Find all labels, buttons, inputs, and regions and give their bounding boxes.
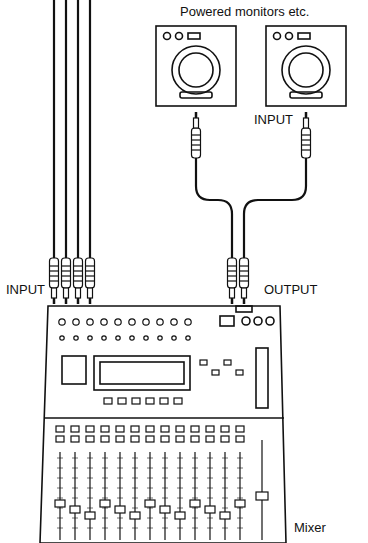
display bbox=[94, 356, 190, 390]
jack-plug bbox=[240, 258, 249, 304]
jack-plug bbox=[228, 258, 237, 304]
jack-plug bbox=[62, 258, 71, 304]
device-label: Powered monitors etc. bbox=[178, 4, 311, 19]
jack-plug bbox=[74, 258, 83, 304]
monitor bbox=[156, 26, 236, 106]
monitor bbox=[266, 26, 346, 106]
jack-plug bbox=[86, 258, 95, 304]
port-label: OUTPUT bbox=[262, 282, 319, 297]
jack-plug bbox=[302, 112, 311, 158]
device-label: Mixer bbox=[292, 520, 328, 535]
port-label: INPUT bbox=[252, 112, 295, 127]
jack-plug bbox=[192, 112, 201, 158]
port-label: INPUT bbox=[4, 282, 47, 297]
mixer-body bbox=[40, 306, 286, 543]
jack-plug bbox=[50, 258, 59, 304]
